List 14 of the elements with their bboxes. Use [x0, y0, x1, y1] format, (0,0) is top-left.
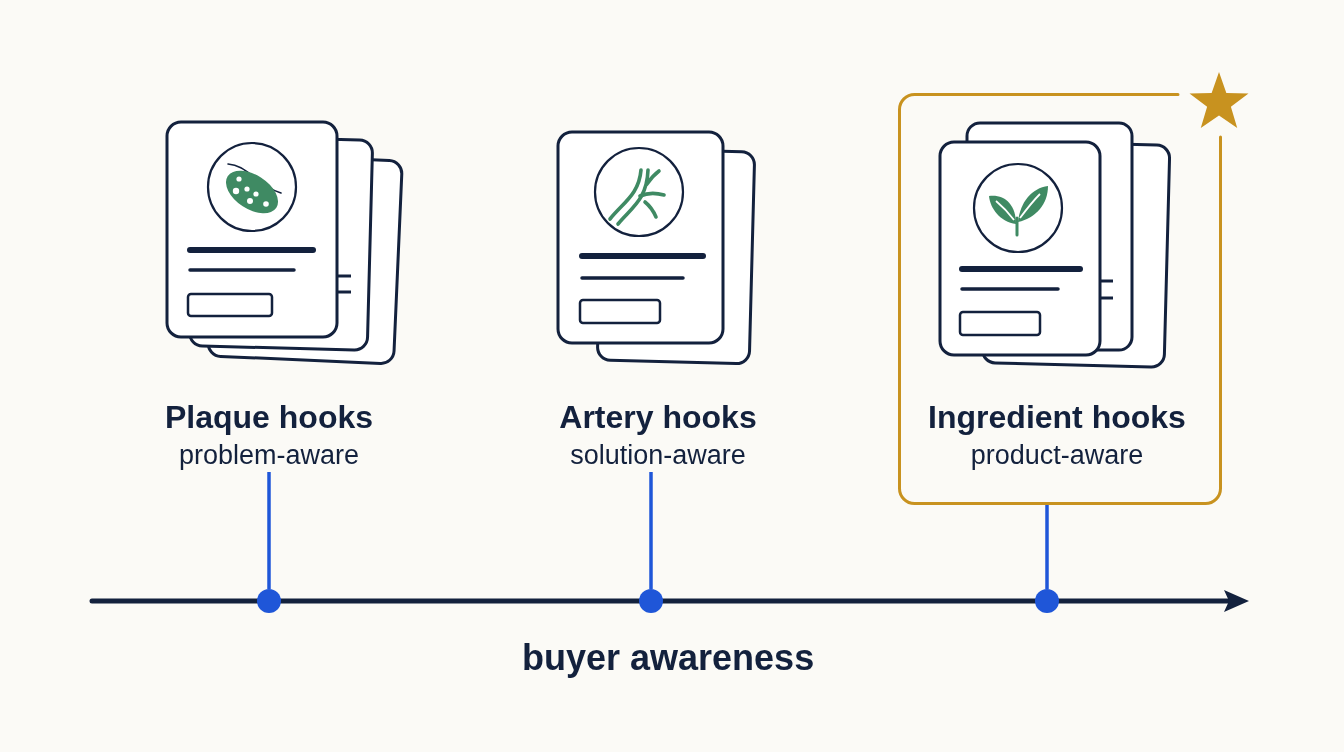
awareness-stage: solution-aware: [570, 439, 746, 472]
connector-line: [649, 472, 653, 589]
connector-line: [267, 472, 271, 589]
highlight-frame: [898, 93, 1222, 505]
awareness-stage: problem-aware: [178, 439, 360, 472]
axis-label: buyer awareness: [522, 637, 815, 679]
awareness-stage: product-aware: [970, 439, 1144, 472]
timeline-dot: [1035, 589, 1059, 613]
timeline-dot: [257, 589, 281, 613]
hook-title: Artery hooks: [559, 398, 757, 436]
hook-title: Ingredient hooks: [928, 398, 1186, 436]
timeline-dot: [639, 589, 663, 613]
connector-line: [1045, 505, 1049, 589]
hook-title: Plaque hooks: [164, 398, 373, 436]
